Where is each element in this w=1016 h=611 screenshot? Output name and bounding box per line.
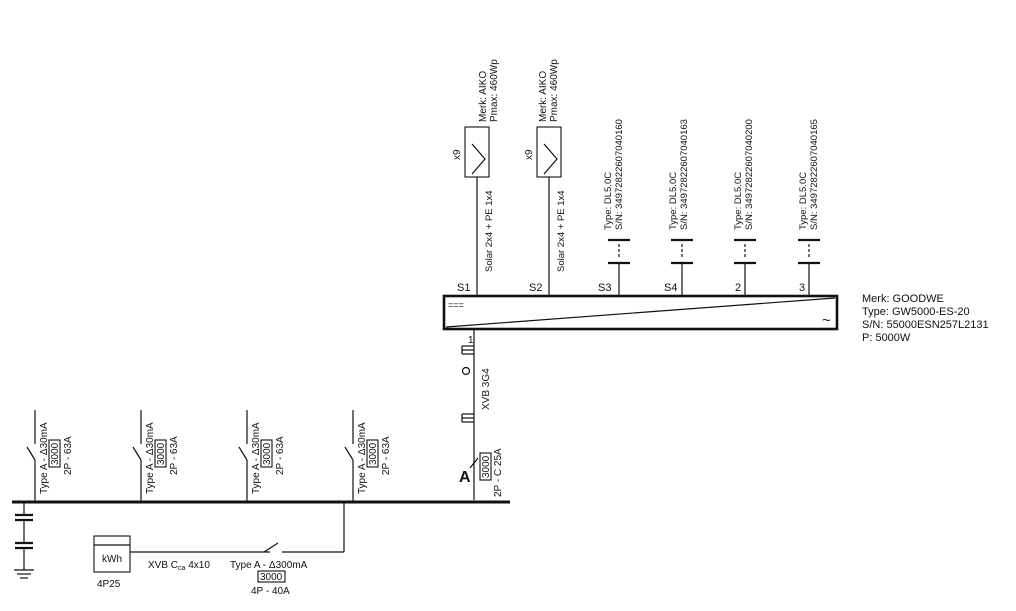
main-rcd-contact — [263, 542, 279, 553]
panel-1-cable: Solar 2x4 + PE 1x4 — [484, 190, 495, 272]
kwh-meter-box — [93, 535, 131, 573]
main-rcd-spec: 4P - 40A — [251, 586, 290, 597]
rcd-3-contact — [238, 446, 248, 461]
inverter-ac-symbol: ~ — [822, 312, 831, 329]
battery-3-type: Type: DL5.0C — [733, 172, 744, 230]
panel-1-symbol — [464, 126, 490, 178]
panel-2-brand: Merk: AIKO — [538, 71, 549, 122]
rcd-2-rating-box — [154, 439, 167, 468]
port-2-label: 2 — [735, 282, 741, 294]
rcd-2-rating: 3000 — [156, 442, 167, 465]
panel-2-cable: Solar 2x4 + PE 1x4 — [556, 190, 567, 272]
inverter-feed-cable: XVB 3G4 — [481, 368, 492, 410]
port-s3-label: S3 — [598, 282, 611, 294]
plug-ring-icon — [461, 366, 471, 376]
rcd-2-type: Type A - Δ30mA — [145, 422, 156, 494]
panel-2-pmax: Pmax: 460Wp — [549, 59, 560, 122]
inverter-feed: XVB 3G4 A 3000 2P - C 25A — [459, 329, 504, 500]
solar-panel-2: Merk: AIKO Pmax: 460Wp x9 Solar 2x4 + PE… — [524, 59, 567, 296]
main-rcd-rating: 3000 — [260, 572, 283, 583]
panel-1-pmax: Pmax: 460Wp — [489, 59, 500, 122]
battery-4: Type: DL5.0C S/N: 349728226070401​65 3 — [798, 119, 820, 296]
panel-1-diode-icon — [471, 143, 486, 175]
rcd-4-contact — [344, 446, 354, 461]
kwh-meter-label: kWh — [102, 554, 122, 565]
kwh-meter-spec: 4P25 — [97, 579, 121, 590]
inverter-serial: S/N: 55000ESN257L2131 — [862, 319, 989, 331]
panel-1-count: x9 — [452, 149, 463, 160]
battery-3-sn: S/N: 349728226070402​00 — [744, 119, 755, 230]
rcd-4-type: Type A - Δ30mA — [357, 422, 368, 494]
panel-2-symbol — [536, 126, 562, 178]
inverter-breaker-letter: A — [459, 469, 471, 486]
rcd-1-type: Type A - Δ30mA — [39, 422, 50, 494]
port-s2-label: S2 — [529, 282, 542, 294]
battery-2-sn: S/N: 349728226070401​63 — [679, 119, 690, 230]
rcd-group-1: Type A - Δ30mA 3000 2P - 63A — [26, 410, 74, 502]
port-3-label: 3 — [799, 282, 805, 294]
rcd-1-contact — [26, 446, 36, 461]
rcd-4-rating: 3000 — [368, 442, 379, 465]
inverter-type: Type: GW5000-ES-20 — [862, 306, 970, 318]
inverter-power: P: 5000W — [862, 332, 911, 344]
rcd-1-rating: 3000 — [50, 442, 61, 465]
panel-2-count: x9 — [524, 149, 535, 160]
rcd-3-rating-box — [260, 439, 273, 468]
inverter-breaker-contact — [469, 457, 479, 469]
inverter: === ~ Merk: GOODWE Type: GW5000-ES-20 S/… — [442, 293, 989, 346]
rcd-3-spec: 2P - 63A — [275, 436, 286, 475]
battery-3: Type: DL5.0C S/N: 349728226070402​00 2 — [733, 119, 756, 296]
main-rcd-rating-box — [257, 570, 286, 583]
port-s4-label: S4 — [664, 282, 677, 294]
rcd-2-spec: 2P - 63A — [169, 436, 180, 475]
battery-1-type: Type: DL5.0C — [603, 172, 614, 230]
rcd-group-3: Type A - Δ30mA 3000 2P - 63A — [238, 410, 286, 502]
inverter-breaker-rating-box — [479, 452, 492, 481]
inverter-dc-symbol: === — [448, 300, 464, 310]
rcd-1-spec: 2P - 63A — [63, 436, 74, 475]
earth-ground — [14, 502, 34, 579]
port-s1-label: S1 — [457, 282, 470, 294]
solar-panel-1: Merk: AIKO Pmax: 460Wp x9 Solar 2x4 + PE… — [452, 59, 500, 296]
inverter-breaker-spec: 2P - C 25A — [493, 448, 504, 497]
rcd-group-4: Type A - Δ30mA 3000 2P - 63A — [344, 410, 392, 502]
battery-2-type: Type: DL5.0C — [668, 172, 679, 230]
battery-4-sn: S/N: 349728226070401​65 — [809, 119, 820, 230]
inverter-brand: Merk: GOODWE — [862, 293, 944, 305]
panel-1-brand: Merk: AIKO — [478, 71, 489, 122]
main-supply: kWh 4P25 XVB Cca 4x10 Type A - Δ300mA 30… — [93, 502, 345, 597]
rcd-3-type: Type A - Δ30mA — [251, 422, 262, 494]
inverter-output-port: 1 — [468, 335, 474, 346]
rcd-3-rating: 3000 — [262, 442, 273, 465]
rcd-group-2: Type A - Δ30mA 3000 2P - 63A — [132, 410, 180, 502]
inverter-breaker-rating: 3000 — [481, 455, 492, 478]
rcd-4-rating-box — [366, 439, 379, 468]
rcd-4-spec: 2P - 63A — [381, 436, 392, 475]
battery-4-type: Type: DL5.0C — [798, 172, 809, 230]
inverter-diagonal — [445, 297, 836, 328]
main-rcd-type: Type A - Δ300mA — [230, 560, 308, 571]
rcd-2-contact — [132, 446, 142, 461]
main-cable: XVB Cca 4x10 — [148, 560, 210, 572]
battery-1-sn: S/N: 349728226070401​60 — [614, 119, 625, 230]
battery-1: Type: DL5.0C S/N: 349728226070401​60 S3 — [598, 119, 630, 296]
rcd-1-rating-box — [48, 439, 61, 468]
battery-2: Type: DL5.0C S/N: 349728226070401​63 S4 — [664, 119, 693, 296]
panel-2-diode-icon — [543, 143, 558, 175]
